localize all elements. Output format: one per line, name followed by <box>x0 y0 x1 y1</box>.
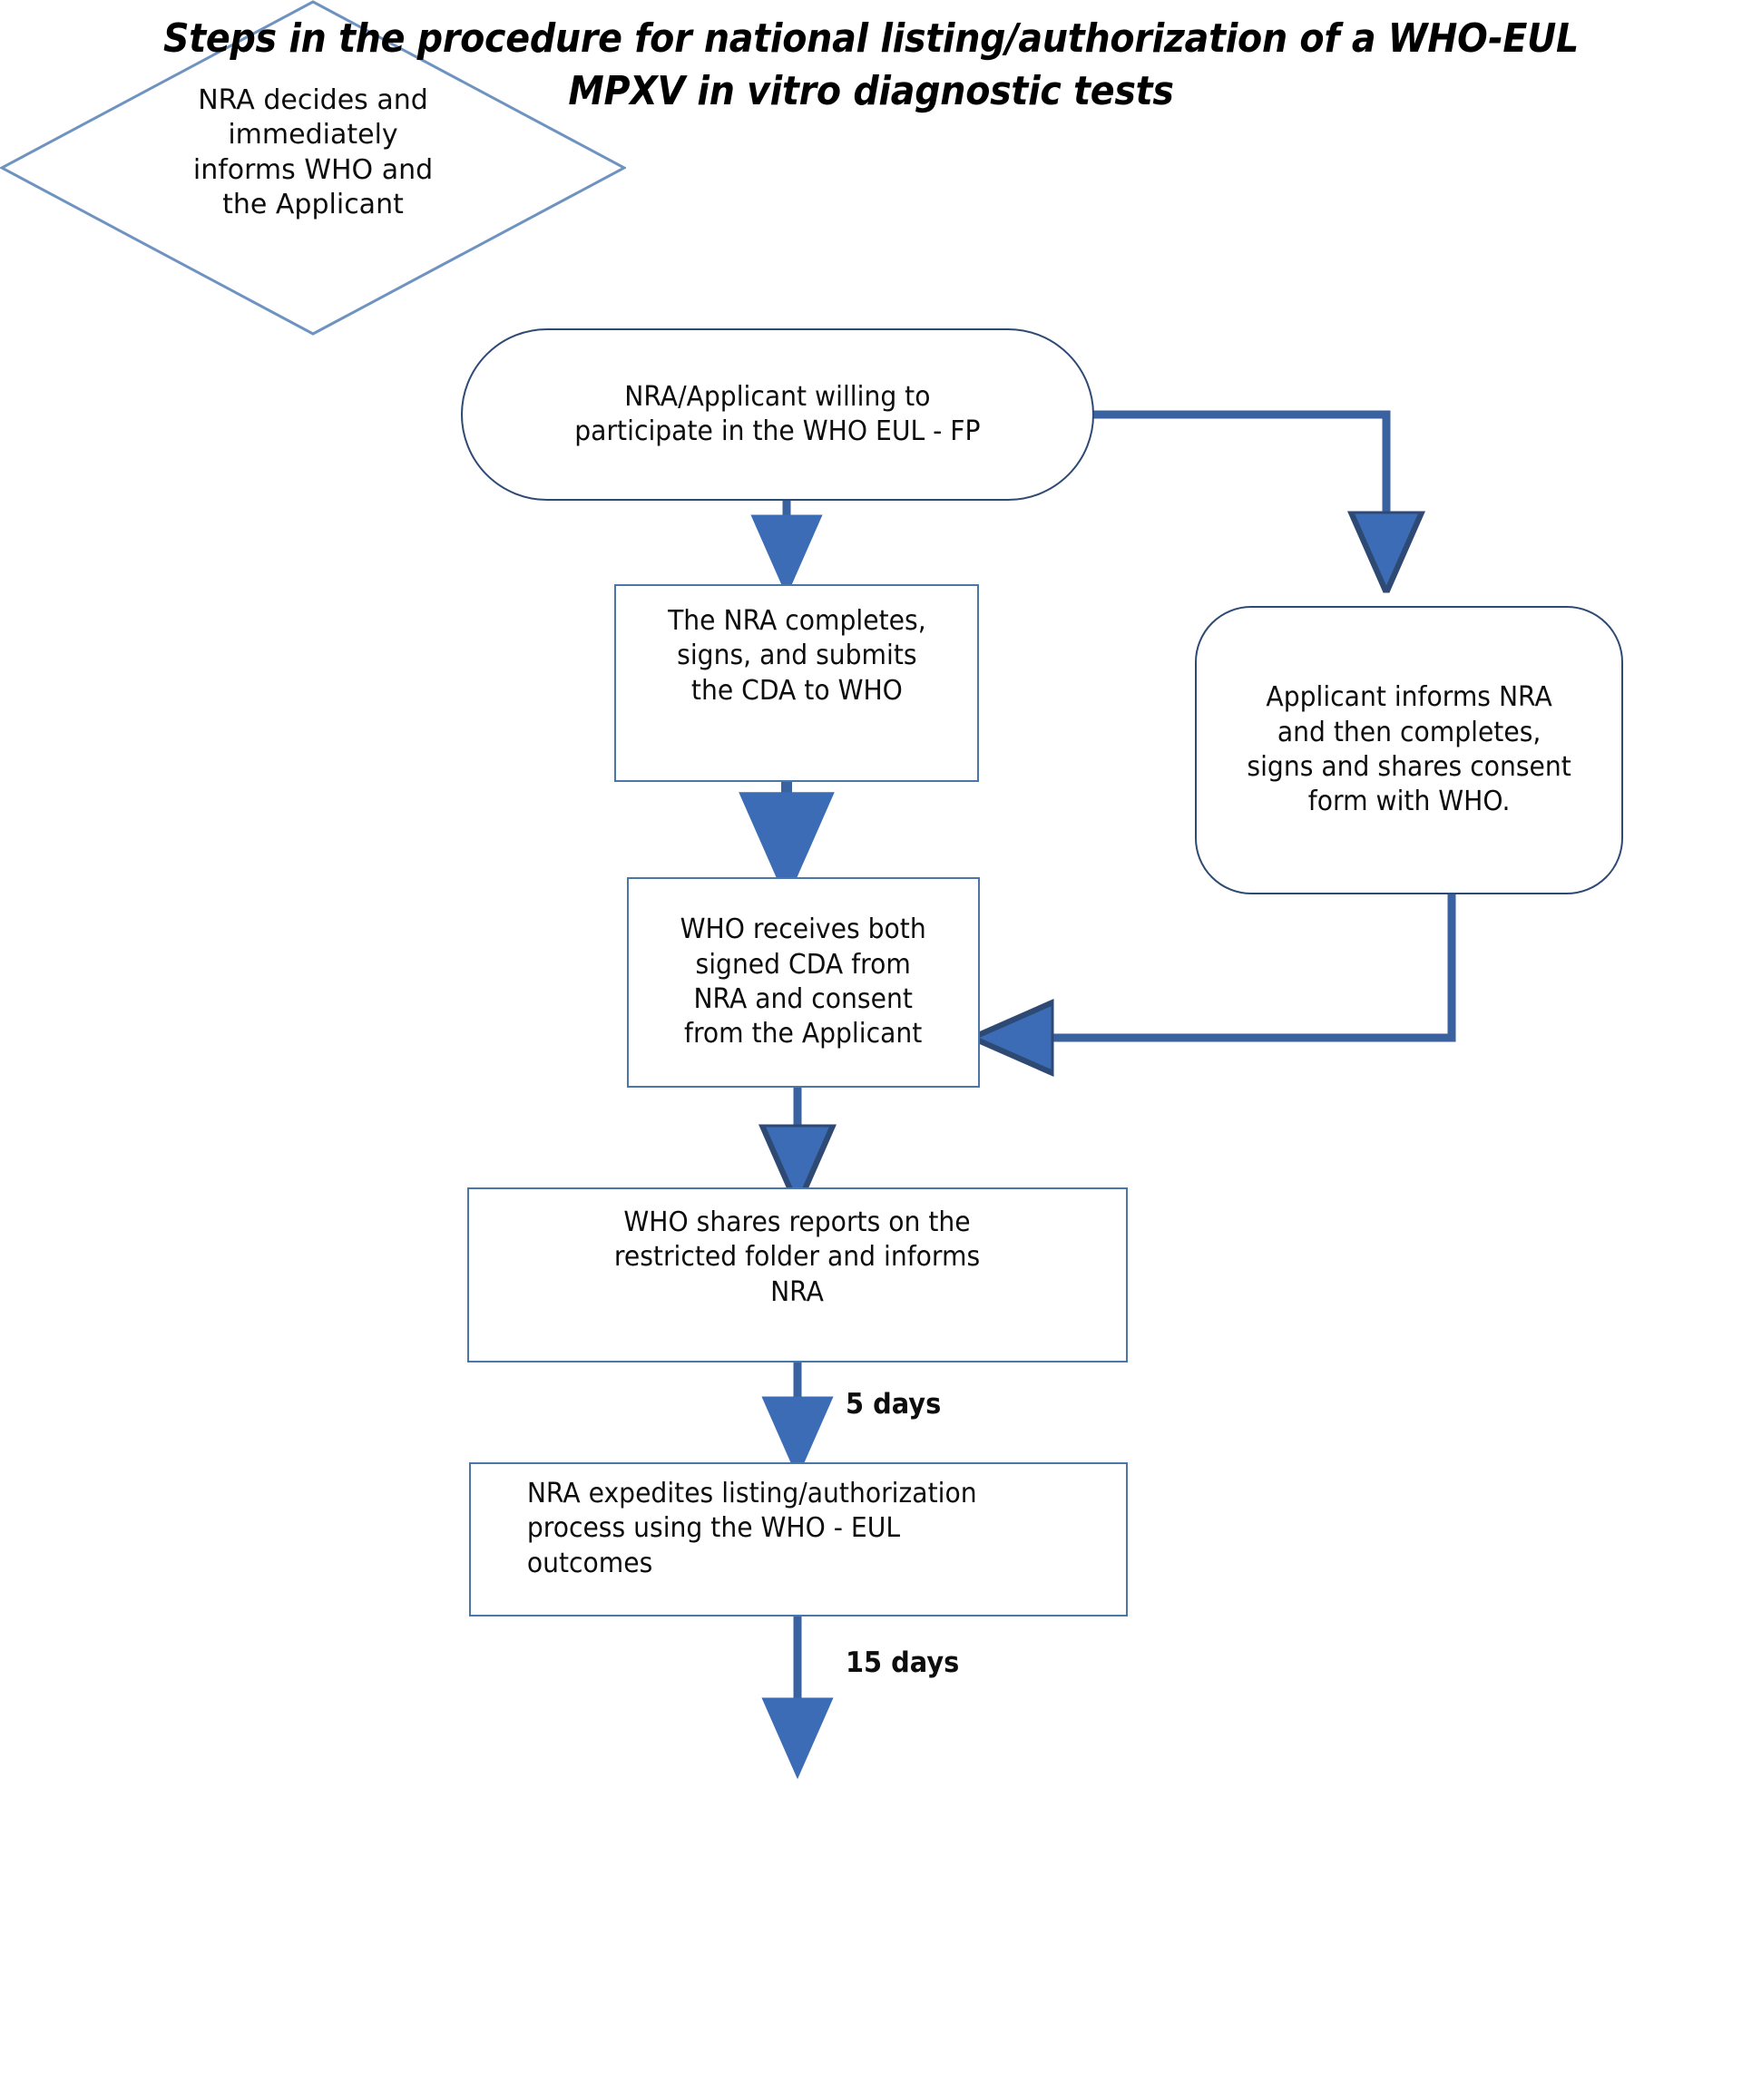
diamond-shape-icon <box>0 0 628 336</box>
node-applicant-consent-label: Applicant informs NRA and then completes… <box>1247 681 1571 818</box>
node-who-receives-label: WHO receives both signed CDA from NRA an… <box>680 913 927 1050</box>
node-who-shares-label: WHO shares reports on the restricted fol… <box>614 1206 981 1308</box>
node-start-label: NRA/Applicant willing to participate in … <box>574 380 981 447</box>
node-who-shares-reports[interactable]: WHO shares reports on the restricted fol… <box>467 1187 1128 1363</box>
page-title-line-1: Steps in the procedure for national list… <box>162 15 1580 62</box>
page-title: Steps in the procedure for national list… <box>0 13 1742 118</box>
node-start-terminator[interactable]: NRA/Applicant willing to participate in … <box>461 328 1094 501</box>
edge-label-5-days: 5 days <box>846 1388 942 1421</box>
node-who-receives-documents[interactable]: WHO receives both signed CDA from NRA an… <box>627 877 980 1088</box>
node-nra-decides-diamond[interactable]: NRA decides and immediately informs WHO … <box>0 0 628 336</box>
connector-applicant-consent-to-who-receives <box>1010 894 1456 1038</box>
node-decision-label: NRA decides and immediately informs WHO … <box>192 84 434 221</box>
node-nra-expedites-label: NRA expedites listing/authorization proc… <box>526 1478 977 1579</box>
node-applicant-informs-nra[interactable]: Applicant informs NRA and then completes… <box>1195 606 1623 894</box>
edge-label-15-days: 15 days <box>846 1646 960 1679</box>
node-nra-expedites-listing[interactable]: NRA expedites listing/authorization proc… <box>469 1462 1128 1617</box>
page-title-line-2: MPXV in vitro diagnostic tests <box>568 68 1174 115</box>
connector-start-to-applicant-consent <box>1092 410 1386 555</box>
node-nra-completes-cda[interactable]: The NRA completes, signs, and submits th… <box>614 584 979 782</box>
node-nra-cda-label: The NRA completes, signs, and submits th… <box>667 605 926 707</box>
